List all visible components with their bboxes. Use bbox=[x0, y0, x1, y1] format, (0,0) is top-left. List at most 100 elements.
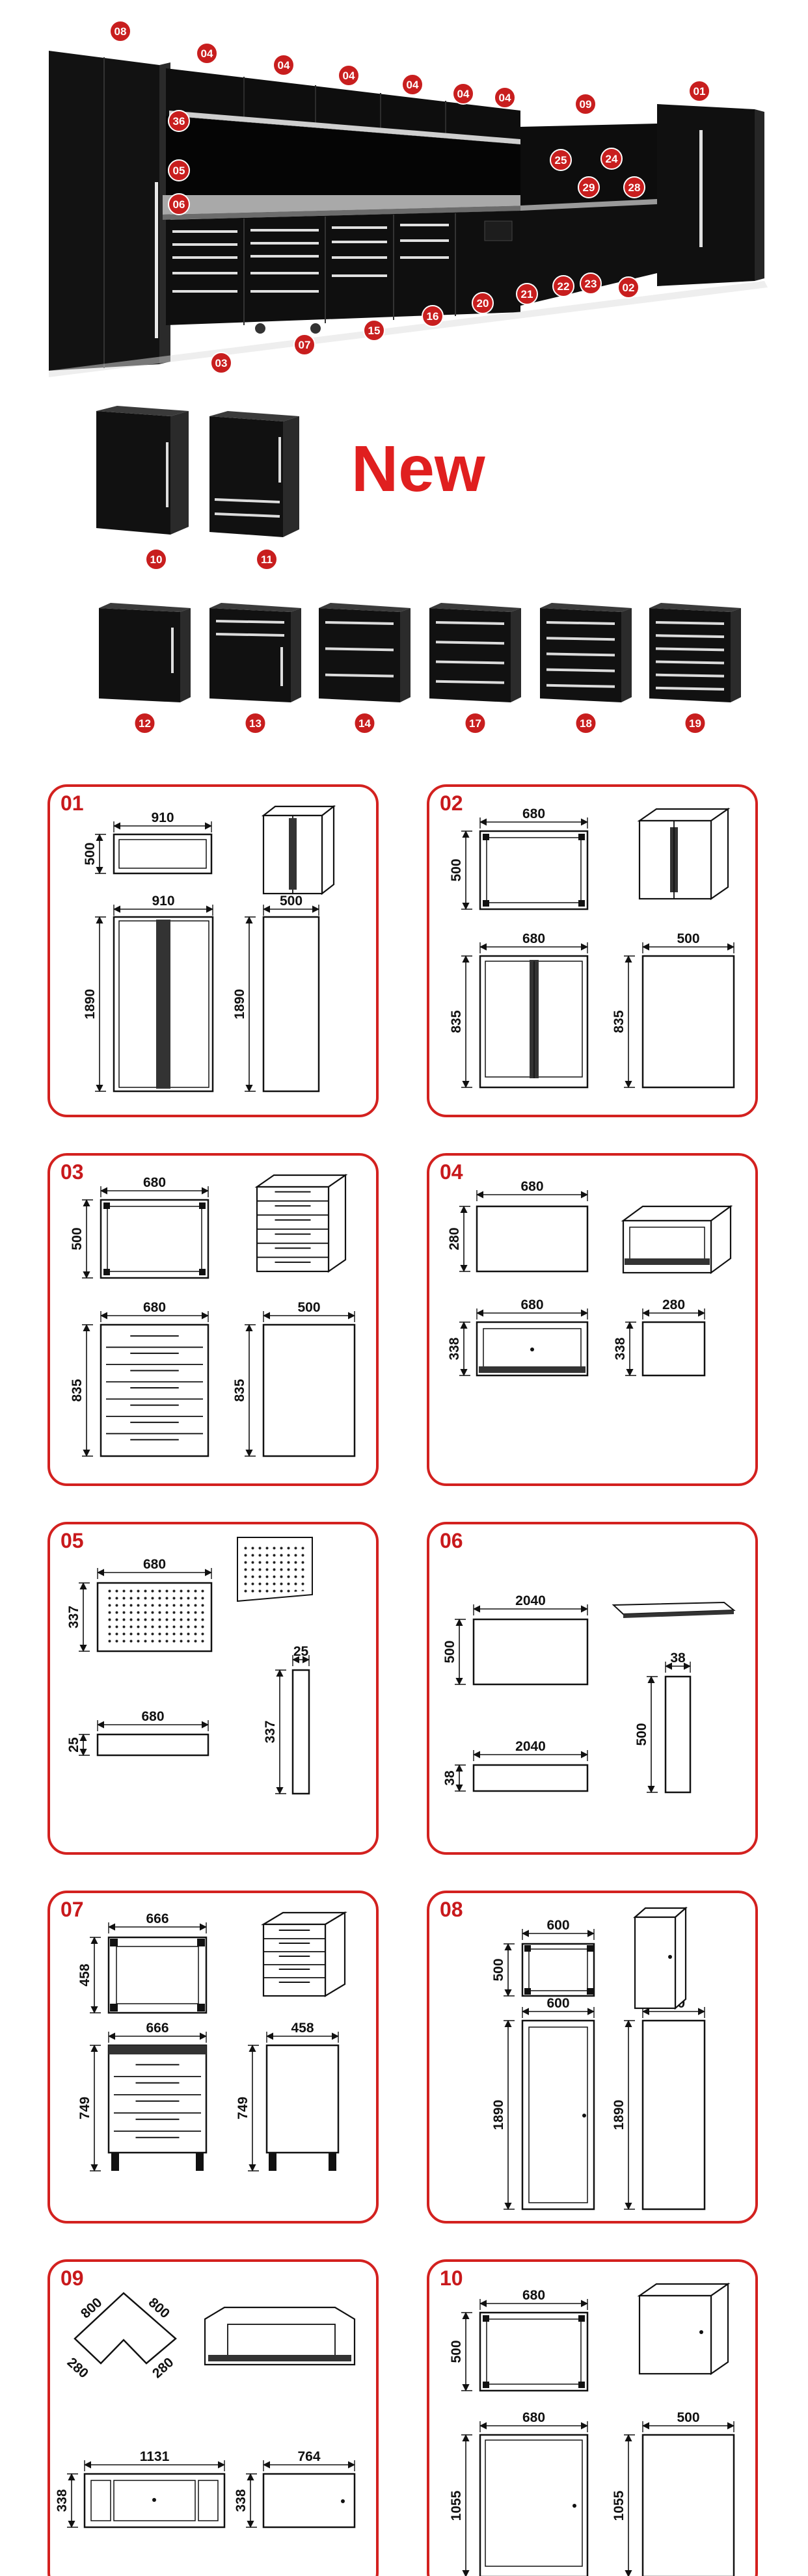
module-cabinet-12: 12 bbox=[99, 603, 191, 734]
svg-text:03: 03 bbox=[215, 357, 228, 369]
svg-text:13: 13 bbox=[249, 717, 262, 730]
svg-text:06: 06 bbox=[173, 198, 185, 211]
hero-badge-21: 21 bbox=[516, 283, 538, 305]
dimension-label: 500 bbox=[677, 931, 699, 946]
svg-text:36: 36 bbox=[173, 115, 185, 127]
panel-id: 01 bbox=[61, 791, 84, 815]
module-cabinets-row: 12 13 14 17 18 19 bbox=[99, 603, 741, 734]
dimension-label: 500 bbox=[297, 1300, 320, 1315]
hero-badge-04: 04 bbox=[196, 42, 218, 64]
dimension-label: 1890 bbox=[232, 989, 247, 1020]
module-badge-12: 12 bbox=[133, 712, 156, 734]
dimension-label: 500 bbox=[449, 858, 464, 881]
dimension-label: 500 bbox=[280, 894, 303, 909]
hero-badge-22: 22 bbox=[552, 275, 574, 297]
module-cabinet-17: 17 bbox=[429, 603, 521, 734]
dimension-label: 835 bbox=[612, 1010, 626, 1033]
svg-text:10: 10 bbox=[150, 553, 163, 566]
module-badge-17: 17 bbox=[464, 712, 487, 734]
dimension-label: 749 bbox=[236, 2097, 250, 2119]
dimension-label: 500 bbox=[442, 1640, 457, 1663]
dimension-label: 666 bbox=[146, 2021, 168, 2036]
dimension-label: 500 bbox=[677, 2410, 699, 2425]
hero-badge-03: 03 bbox=[210, 352, 232, 374]
dimension-label: 1055 bbox=[449, 2490, 464, 2521]
svg-text:04: 04 bbox=[278, 59, 290, 72]
svg-text:23: 23 bbox=[585, 278, 597, 290]
panel-id: 09 bbox=[61, 2266, 84, 2290]
svg-text:28: 28 bbox=[628, 181, 641, 194]
dimension-label: 1890 bbox=[83, 989, 98, 1020]
module-cabinet-19: 19 bbox=[649, 603, 741, 734]
svg-text:14: 14 bbox=[358, 717, 371, 730]
svg-text:19: 19 bbox=[689, 717, 701, 730]
dimension-label: 338 bbox=[447, 1337, 462, 1360]
svg-text:04: 04 bbox=[457, 88, 470, 100]
hero-workshop-image bbox=[49, 51, 768, 377]
svg-text:25: 25 bbox=[555, 154, 567, 166]
svg-text:18: 18 bbox=[580, 717, 592, 730]
svg-text:02: 02 bbox=[623, 282, 635, 294]
dimension-label: 910 bbox=[152, 894, 174, 909]
hero-badge-28: 28 bbox=[623, 176, 645, 198]
svg-text:04: 04 bbox=[201, 47, 213, 60]
svg-text:04: 04 bbox=[499, 92, 511, 104]
module-cabinet-18: 18 bbox=[540, 603, 632, 734]
dimension-label: 680 bbox=[522, 806, 545, 821]
spec-panel-08: 0860050060018905001890 bbox=[427, 1891, 758, 2224]
dimension-label: 500 bbox=[491, 1958, 506, 1981]
dimension-label: 600 bbox=[546, 1918, 569, 1933]
dimension-label: 25 bbox=[66, 1737, 81, 1753]
panel-id: 08 bbox=[440, 1898, 463, 1921]
svg-text:22: 22 bbox=[558, 280, 570, 293]
panel-id: 04 bbox=[440, 1160, 463, 1184]
panel-id: 10 bbox=[440, 2266, 463, 2290]
panel-id: 03 bbox=[61, 1160, 84, 1184]
dimension-label: 600 bbox=[546, 1996, 569, 2011]
dimension-label: 500 bbox=[449, 2340, 464, 2363]
dimension-label: 338 bbox=[55, 2489, 70, 2512]
dimension-label: 280 bbox=[447, 1227, 462, 1250]
dimension-label: 38 bbox=[442, 1770, 457, 1786]
module-badge-19: 19 bbox=[684, 712, 707, 734]
dimension-label: 910 bbox=[151, 810, 174, 825]
hero-badge-24: 24 bbox=[600, 148, 623, 170]
svg-text:05: 05 bbox=[173, 165, 185, 177]
panel-id: 05 bbox=[61, 1529, 84, 1552]
svg-text:01: 01 bbox=[694, 85, 706, 98]
dimension-label: 338 bbox=[613, 1337, 628, 1360]
dimension-label: 680 bbox=[143, 1175, 166, 1190]
svg-text:09: 09 bbox=[580, 98, 592, 111]
dimension-label: 280 bbox=[662, 1297, 685, 1312]
dimension-label: 835 bbox=[232, 1379, 247, 1401]
hero-badge-23: 23 bbox=[580, 272, 602, 295]
hero-badge-08: 08 bbox=[109, 20, 131, 42]
hero-badge-04: 04 bbox=[338, 64, 360, 86]
dimension-label: 337 bbox=[263, 1720, 278, 1743]
hero-badge-02: 02 bbox=[617, 276, 640, 299]
dimension-label: 680 bbox=[520, 1297, 543, 1312]
module-cabinet-14: 14 bbox=[319, 603, 411, 734]
module-badge-14: 14 bbox=[353, 712, 376, 734]
dimension-label: 680 bbox=[522, 2410, 545, 2425]
panel-id: 07 bbox=[61, 1898, 84, 1921]
hero-badge-01: 01 bbox=[688, 80, 710, 102]
dimension-label: 337 bbox=[66, 1606, 81, 1628]
new-cabinet-11: 11 bbox=[209, 411, 299, 570]
hero-badge-04: 04 bbox=[452, 83, 474, 105]
dimension-label: 2040 bbox=[515, 1739, 546, 1754]
dimension-label: 680 bbox=[141, 1709, 164, 1724]
hero-badge-06: 06 bbox=[168, 193, 190, 215]
dimension-label: 680 bbox=[522, 2288, 545, 2303]
svg-text:15: 15 bbox=[368, 325, 381, 337]
dimension-label: 1890 bbox=[612, 2100, 626, 2131]
dimension-label: 458 bbox=[291, 2021, 314, 2036]
hero-badge-04: 04 bbox=[401, 73, 424, 96]
